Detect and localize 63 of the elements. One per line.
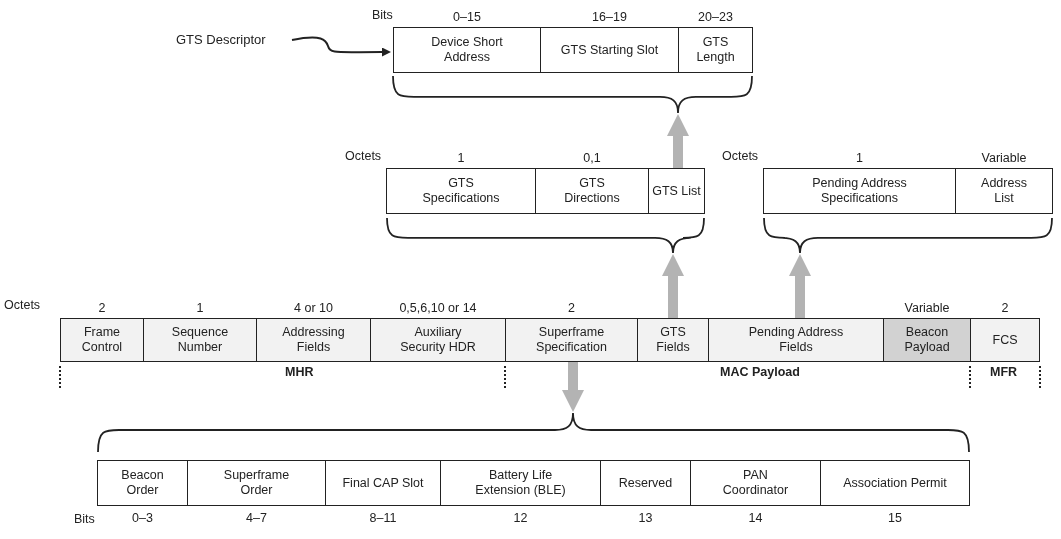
field-cell: Final CAP Slot [325, 460, 441, 506]
size-label: 1 [195, 302, 205, 315]
arrow [291, 36, 391, 57]
block-arrow [562, 362, 584, 412]
size-label: 12 [512, 512, 529, 525]
field-cell: GTS Length [678, 27, 753, 73]
field-cell: GTS Specifications [386, 168, 536, 214]
block-arrow [667, 114, 689, 168]
field-cell: Superframe Order [187, 460, 326, 506]
size-label: 1 [855, 152, 864, 165]
field-cell: Beacon Order [97, 460, 188, 506]
field-cell: Reserved [600, 460, 691, 506]
row-header: Octets [4, 299, 41, 312]
curly-brace [392, 76, 753, 114]
section-label: MHR [285, 366, 314, 379]
size-label: 2 [97, 302, 107, 315]
size-label: 4–7 [245, 512, 268, 525]
row-header: Bits [372, 9, 393, 22]
field-cell: Frame Control [60, 318, 144, 362]
field-cell: GTS List [648, 168, 705, 214]
size-label: 15 [887, 512, 903, 525]
section-label: MAC Payload [720, 366, 800, 379]
field-cell: GTS Directions [535, 168, 649, 214]
size-label: 0–3 [131, 512, 154, 525]
row-header: Octets [722, 150, 759, 163]
size-label: 13 [637, 512, 654, 525]
size-label: 1 [456, 152, 466, 165]
curly-brace [763, 218, 1053, 254]
size-label: 2 [1000, 302, 1010, 315]
block-arrow [789, 254, 811, 318]
size-label: 0,1 [582, 152, 602, 165]
field-cell: Pending Address Specifications [763, 168, 956, 214]
section-label: MFR [990, 366, 1018, 379]
field-cell: FCS [970, 318, 1040, 362]
field-cell: PAN Coordinator [690, 460, 821, 506]
size-label: 0–15 [452, 11, 482, 24]
field-cell: Auxiliary Security HDR [370, 318, 506, 362]
field-cell: Device Short Address [393, 27, 541, 73]
block-arrow [662, 254, 684, 318]
callout-label: GTS Descriptor [176, 30, 290, 50]
row-header: Bits [74, 513, 95, 526]
field-cell: Sequence Number [143, 318, 257, 362]
size-label: 2 [567, 302, 576, 315]
size-label: 16–19 [591, 11, 628, 24]
row-header: Octets [345, 150, 382, 163]
field-cell: Address List [955, 168, 1053, 214]
size-label: 4 or 10 [293, 302, 334, 315]
field-cell: Beacon Payload [883, 318, 971, 362]
size-label: Variable [903, 302, 951, 315]
size-label: 20–23 [697, 11, 734, 24]
field-cell: Superframe Specification [505, 318, 638, 362]
field-cell: Addressing Fields [256, 318, 371, 362]
field-cell: Battery Life Extension (BLE) [440, 460, 601, 506]
field-cell: GTS Fields [637, 318, 709, 362]
curly-brace [386, 218, 705, 254]
field-cell: Association Permit [820, 460, 970, 506]
size-label: Variable [980, 152, 1028, 165]
size-label: 0,5,6,10 or 14 [398, 302, 478, 315]
field-cell: Pending Address Fields [708, 318, 884, 362]
field-cell: GTS Starting Slot [540, 27, 679, 73]
size-label: 14 [747, 512, 764, 525]
curly-brace [97, 412, 970, 452]
size-label: 8–11 [368, 512, 398, 525]
